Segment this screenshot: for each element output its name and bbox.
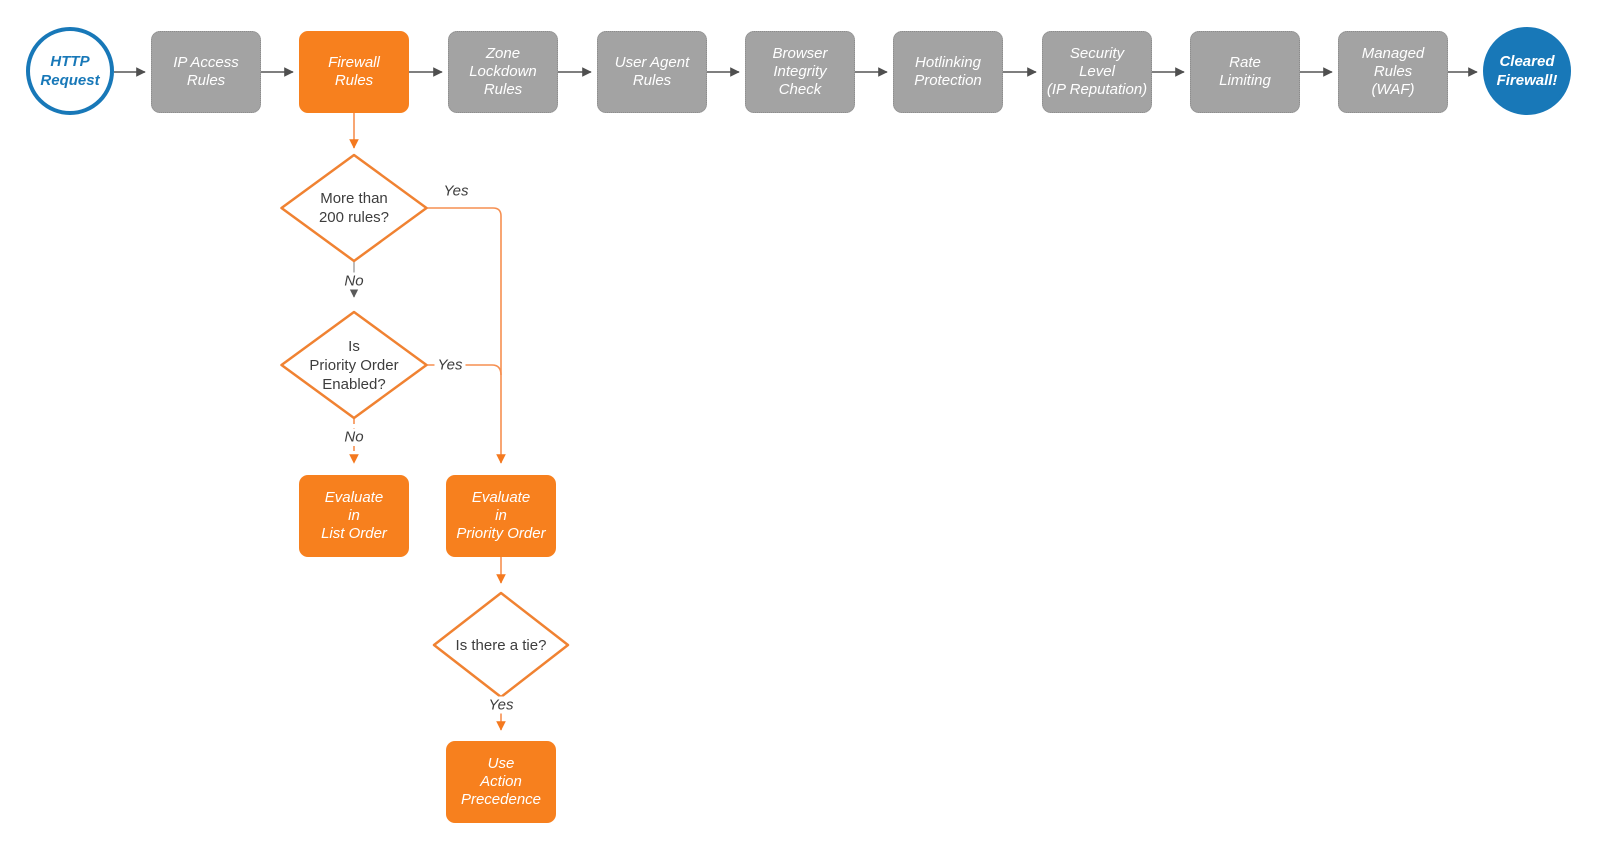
process-evaluate-list-order: Evaluate in List Order: [299, 475, 409, 557]
decision-priority-order-enabled-shape: [280, 310, 428, 420]
stage-managed-rules-waf: Managed Rules (WAF): [1338, 31, 1448, 113]
decision-is-there-a-tie: Is there a tie?: [455, 637, 547, 654]
process-evaluate-priority-order: Evaluate in Priority Order: [446, 475, 556, 557]
edge-label-yes: Yes: [485, 696, 517, 714]
decision-more-than-200-rules-shape: [280, 153, 428, 263]
end-node-cleared-firewall: Cleared Firewall!: [1483, 27, 1571, 115]
decision-more-than-200-rules: More than 200 rules?: [318, 190, 390, 226]
stage-ip-access-rules: IP Access Rules: [151, 31, 261, 113]
process-use-action-precedence: Use Action Precedence: [446, 741, 556, 823]
decision-priority-order-enabled: Is Priority Order Enabled?: [309, 338, 399, 393]
stage-firewall-rules: Firewall Rules: [299, 31, 409, 113]
edge-label-yes: Yes: [434, 356, 466, 374]
edge-label-no: No: [341, 272, 367, 290]
edge-decision1-yes: [426, 207, 506, 464]
stage-browser-integrity-check: Browser Integrity Check: [745, 31, 855, 113]
start-node-http-request: HTTP Request: [26, 27, 114, 115]
stage-user-agent-rules: User Agent Rules: [597, 31, 707, 113]
edge-label-no: No: [341, 428, 367, 446]
stage-rate-limiting: Rate Limiting: [1190, 31, 1300, 113]
edge-label-yes: Yes: [440, 182, 472, 200]
stage-zone-lockdown-rules: Zone Lockdown Rules: [448, 31, 558, 113]
edge-decision2-yes: [426, 364, 502, 376]
stage-hotlinking-protection: Hotlinking Protection: [893, 31, 1003, 113]
stage-security-level-ip-reputation: Security Level (IP Reputation): [1042, 31, 1152, 113]
